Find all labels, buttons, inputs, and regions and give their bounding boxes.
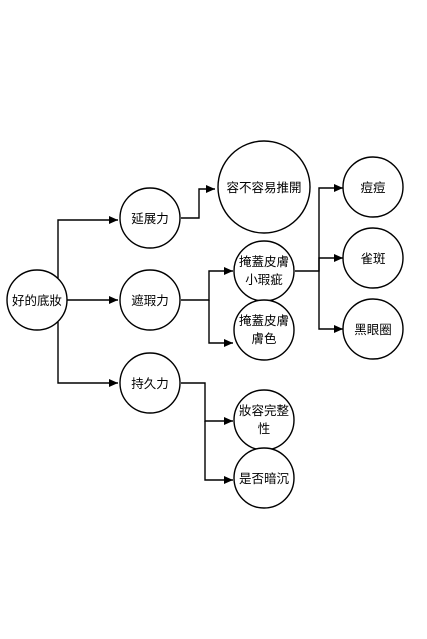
- svg-text:好的底妝: 好的底妝: [12, 293, 62, 308]
- edge-conceal-small: [181, 267, 233, 301]
- node-freckles: 雀斑: [342, 227, 404, 289]
- node-dark-circles: 黑眼圈: [342, 298, 404, 360]
- svg-text:持久力: 持久力: [131, 376, 169, 391]
- edge-root-lasting: [57, 322, 118, 387]
- svg-text:痘痘: 痘痘: [360, 180, 386, 195]
- edge-small-darkcircles: [318, 271, 343, 333]
- edge-lasting-dull: [204, 421, 233, 484]
- svg-text:容不容易推開: 容不容易推開: [226, 180, 301, 195]
- svg-text:性: 性: [258, 421, 271, 436]
- node-cover-skin-tone: 掩蓋皮膚 膚色: [233, 299, 295, 361]
- node-lasting: 持久力: [119, 352, 181, 414]
- svg-text:妝容完整: 妝容完整: [239, 403, 290, 418]
- edge-small-freckles: [318, 254, 343, 271]
- node-root: 好的底妝: [6, 269, 68, 331]
- svg-text:黑眼圈: 黑眼圈: [354, 322, 392, 337]
- svg-text:延展力: 延展力: [131, 211, 169, 226]
- svg-text:是否暗沉: 是否暗沉: [239, 471, 290, 486]
- edge-lasting-whole: [181, 382, 233, 425]
- node-makeup-integrity: 妝容完整 性: [233, 389, 295, 451]
- node-extend: 延展力: [119, 187, 181, 249]
- edge-conceal-tone: [208, 300, 233, 347]
- svg-text:小瑕疵: 小瑕疵: [245, 272, 283, 287]
- svg-text:掩蓋皮膚: 掩蓋皮膚: [239, 313, 289, 328]
- edge-root-extend: [57, 216, 118, 278]
- edge-small-acne: [295, 184, 343, 272]
- node-cover-small-flaws: 掩蓋皮膚 小瑕疵: [233, 240, 295, 302]
- node-conceal: 遮瑕力: [119, 269, 181, 331]
- svg-text:雀斑: 雀斑: [360, 251, 385, 266]
- svg-text:掩蓋皮膚: 掩蓋皮膚: [239, 254, 289, 269]
- edge-extend-push: [181, 185, 215, 219]
- node-not-easy-push: 容不容易推開: [217, 140, 311, 234]
- node-dullness: 是否暗沉: [233, 447, 295, 509]
- svg-text:膚色: 膚色: [251, 331, 277, 346]
- node-acne: 痘痘: [342, 156, 404, 218]
- svg-text:遮瑕力: 遮瑕力: [131, 293, 169, 308]
